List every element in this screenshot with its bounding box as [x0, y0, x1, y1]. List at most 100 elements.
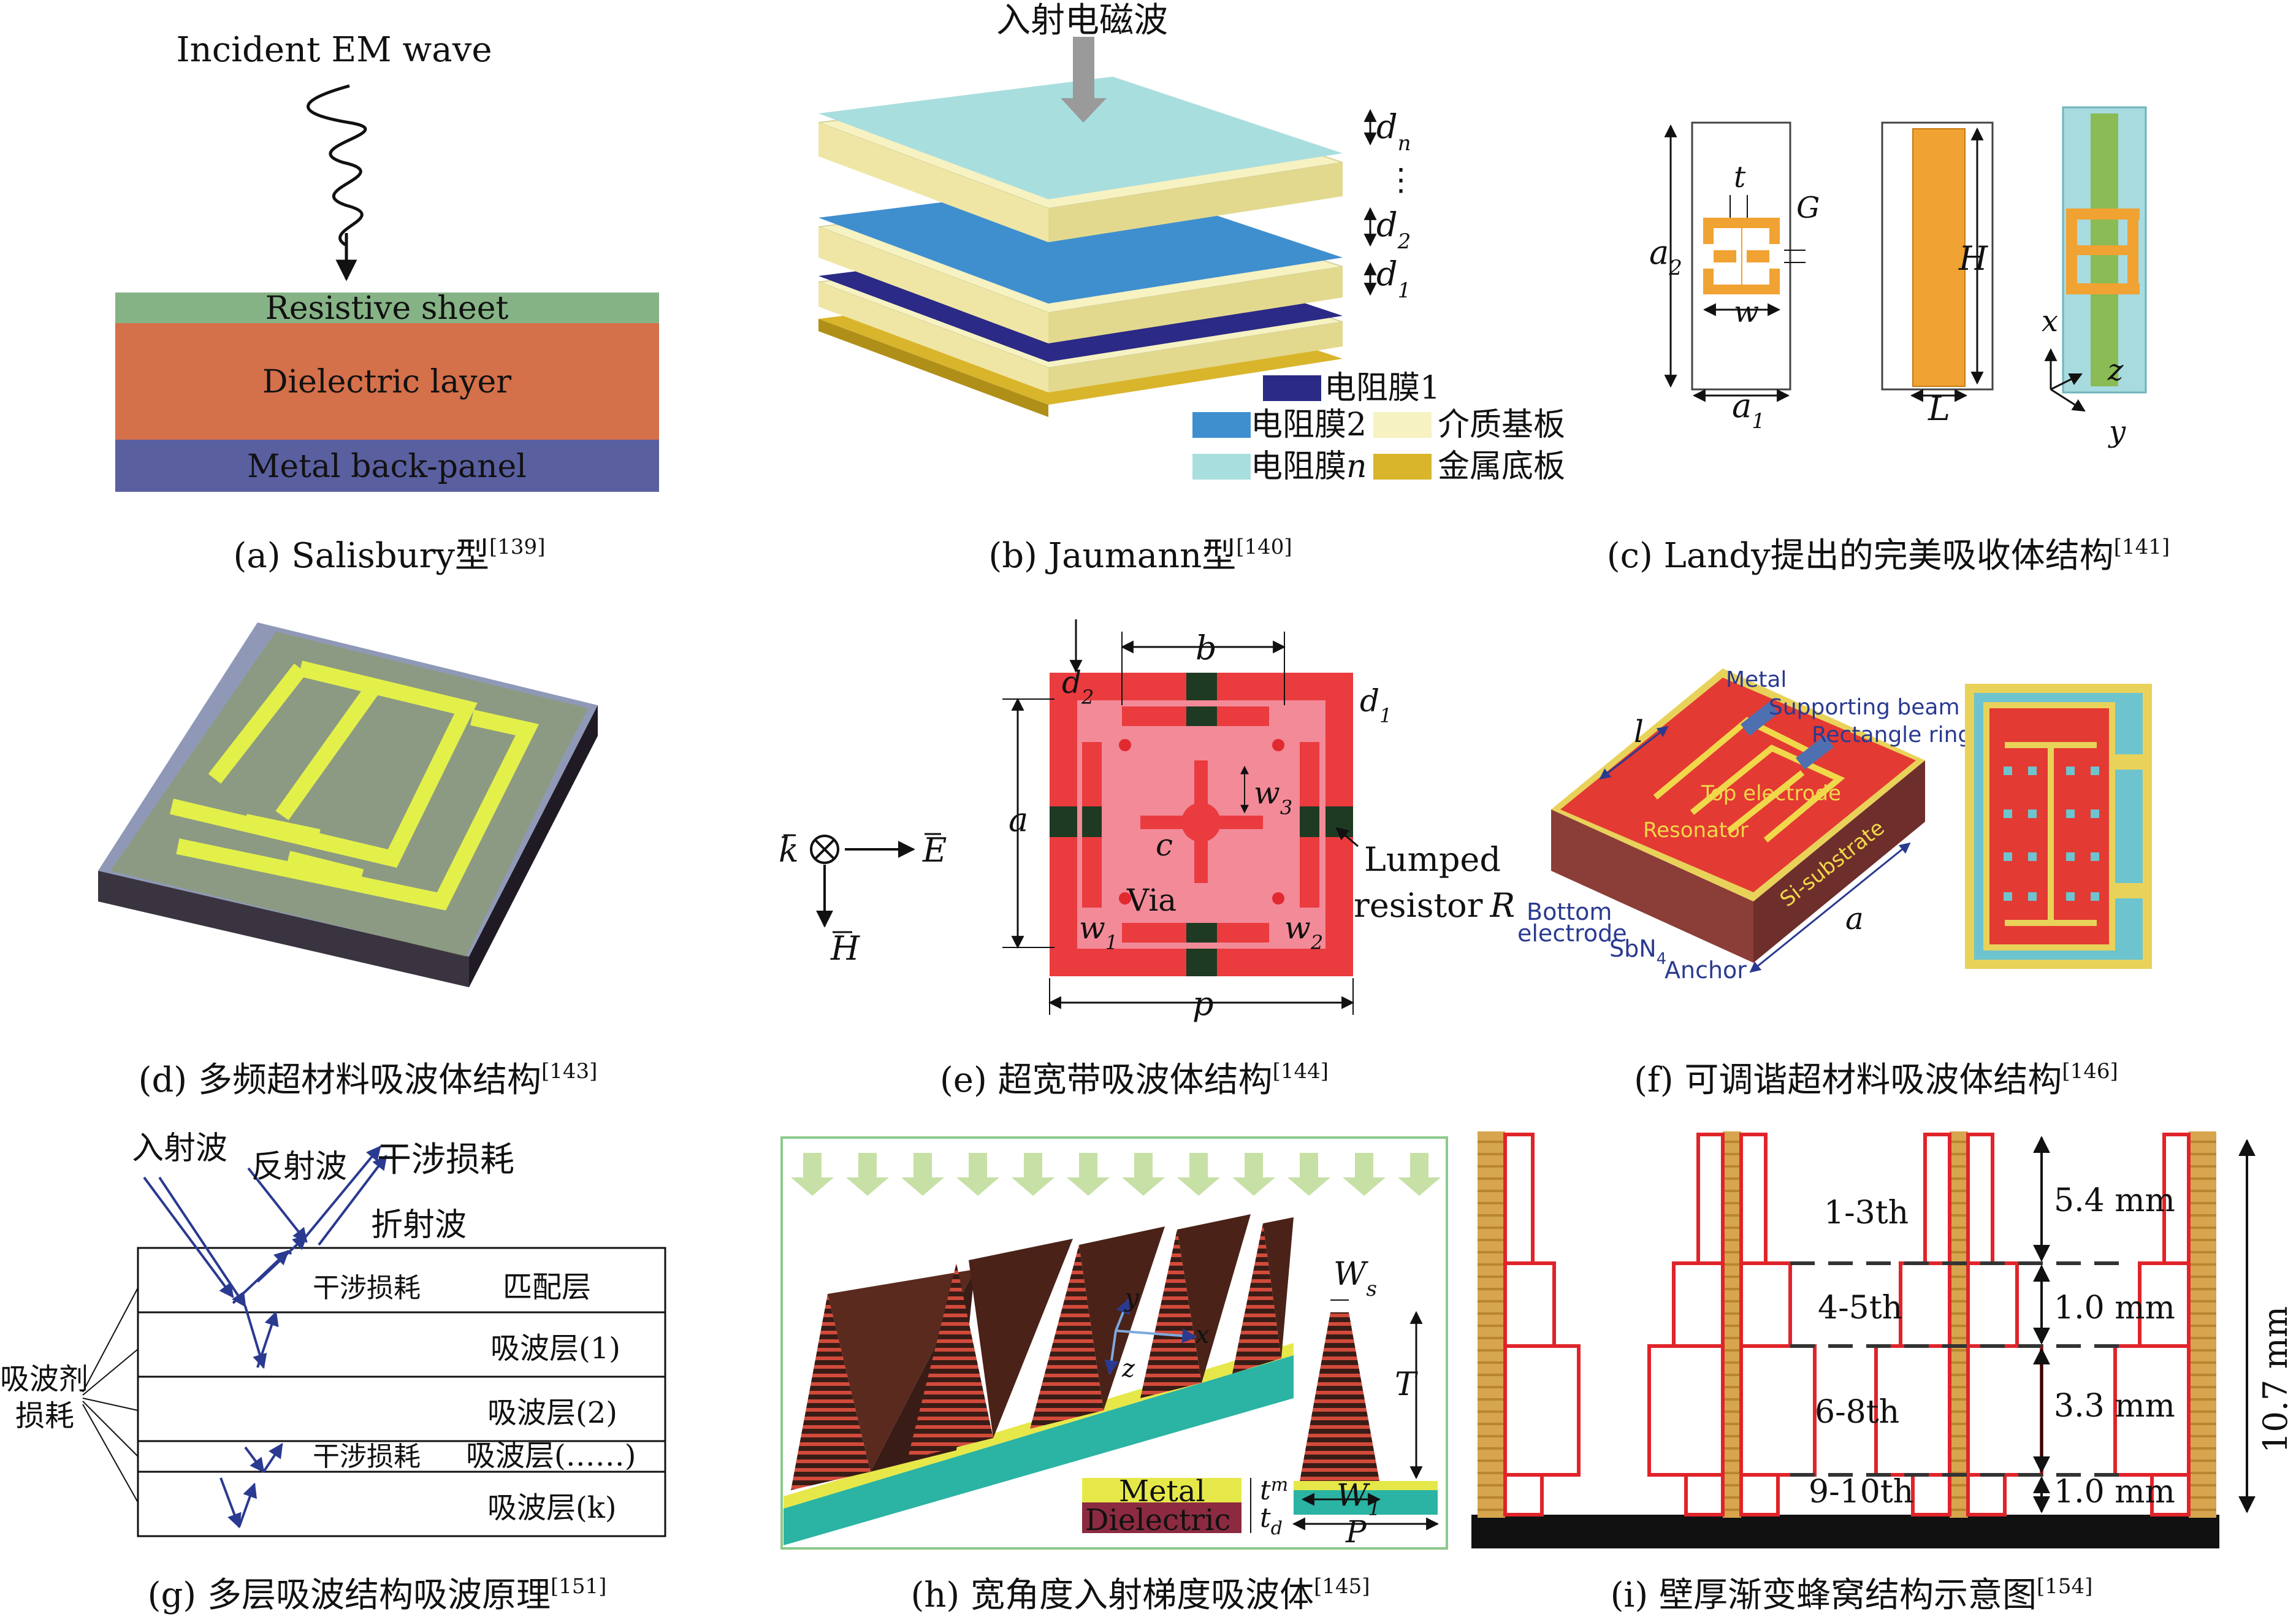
row-label-1: 1-3th	[1824, 1195, 1909, 1231]
label-td: td	[1260, 1502, 1283, 1539]
label-absorber-loss-1: 吸波剂	[0, 1362, 88, 1396]
label-w1: w1	[1079, 910, 1118, 954]
label-w2: w2	[1284, 910, 1323, 954]
label-reflected-wave: 反射波	[251, 1149, 347, 1185]
film-n	[818, 77, 1343, 199]
layer-label-metal: Metal back-panel	[247, 448, 527, 485]
panel-i: 1-3th 4-5th 6-8th 9-10th 5.4 mm 1.0 mm 3…	[1471, 1131, 2295, 1548]
cut-wire	[1912, 128, 1966, 387]
axis-z-h: z	[1121, 1355, 1135, 1383]
label-incident-wave: 入射波	[132, 1130, 227, 1167]
dim-d2: d2	[1376, 205, 1411, 254]
label-b: b	[1196, 629, 1217, 667]
incident-arrows	[791, 1153, 1441, 1196]
caption-c: (c) Landy提出的完美吸收体结构[141]	[1607, 535, 2170, 576]
legend-film1: 电阻膜1	[1324, 370, 1440, 407]
lumped-resistors	[1050, 673, 1353, 976]
k-into-page-icon	[810, 835, 839, 864]
dim-label-1: 5.4 mm	[2054, 1182, 2175, 1219]
dim-total: 10.7 mm	[2256, 1306, 2295, 1453]
label-interference-loss-2: 干涉损耗	[313, 1441, 421, 1472]
legend-swatch-metal	[1373, 454, 1432, 480]
label-d2: d2	[1062, 665, 1094, 709]
label-H-field: H	[830, 929, 860, 968]
axis-x-h: x	[1196, 1321, 1210, 1349]
label-via: Via	[1126, 882, 1177, 918]
layer-absorbing-1: 吸波层(1)	[490, 1331, 620, 1366]
label-refracted-wave: 折射波	[371, 1207, 467, 1244]
electric-ring-resonator	[1703, 218, 1780, 294]
caption-e: (e) 超宽带吸波体结构[144]	[940, 1059, 1329, 1100]
layer-absorbing-n: 吸波层(……)	[466, 1439, 636, 1473]
label-resonator: Resonator	[1643, 818, 1749, 843]
caption-f: (f) 可调谐超材料吸波体结构[146]	[1634, 1059, 2118, 1100]
honeycomb-wall-1	[1478, 1131, 1505, 1518]
base-plate	[1471, 1515, 2219, 1548]
caption-i: (i) 壁厚渐变蜂窝结构示意图[154]	[1611, 1574, 2093, 1615]
legend-metal-swatch	[1082, 1478, 1241, 1502]
layer-absorbing-2: 吸波层(2)	[487, 1396, 617, 1430]
panel-c: a2 t G w a1 H L x z y	[1649, 106, 2147, 449]
panel-h: y x z Ws T W1 P Metal Dielectric tm td	[780, 1136, 1448, 1550]
axis-x: x	[2042, 304, 2058, 339]
label-sbn4: SbN4	[1609, 935, 1666, 968]
label-k: k	[779, 831, 799, 870]
panel-f: Metal Supporting beam Rectangle ring l T…	[1517, 667, 2152, 984]
label-w3: w3	[1254, 775, 1292, 819]
label-w: w	[1734, 295, 1759, 329]
label-electrode: electrode	[1517, 920, 1627, 947]
dim-d1: d1	[1376, 254, 1411, 303]
dielectric-layer	[115, 323, 659, 440]
label-bottom: Bottom	[1527, 898, 1612, 925]
legend-dielectric-h: Dielectric	[1085, 1503, 1230, 1537]
caption-d: (d) 多频超材料吸波体结构[143]	[139, 1059, 598, 1100]
legend-dielectric: 介质基板	[1438, 407, 1565, 443]
incident-arrow-b	[1061, 37, 1107, 123]
label-interference-loss-top: 干涉损耗	[377, 1140, 514, 1180]
caption-g: (g) 多层吸波结构吸波原理[151]	[148, 1574, 607, 1615]
legend-dielectric-swatch	[1082, 1502, 1241, 1533]
label-lumped: Lumped	[1364, 840, 1501, 879]
label-interference-loss-1: 干涉损耗	[313, 1272, 421, 1304]
label-a-e: a	[1009, 800, 1028, 839]
resistive-sheet	[115, 293, 659, 323]
caption-h: (h) 宽角度入射梯度吸波体[145]	[911, 1574, 1370, 1615]
axis-z: z	[2107, 353, 2124, 388]
label-a2: a2	[1649, 233, 1682, 280]
label-L: L	[1928, 389, 1950, 428]
legend-filmn: 电阻膜n	[1251, 448, 1367, 485]
layer-label-resistive: Resistive sheet	[265, 290, 509, 327]
label-absorber-loss-2: 损耗	[15, 1399, 74, 1433]
label-anchor: Anchor	[1665, 957, 1747, 984]
legend-swatch-film2	[1192, 412, 1251, 438]
label-rectangle-ring: Rectangle ring	[1812, 722, 1972, 748]
label-G: G	[1796, 191, 1820, 225]
label-T: T	[1395, 1366, 1418, 1403]
label-t: t	[1734, 160, 1746, 194]
label-H: H	[1958, 239, 1988, 278]
label-c: c	[1156, 827, 1173, 863]
legend-film2: 电阻膜2	[1251, 407, 1367, 443]
label-top-electrode: Top electrode	[1701, 781, 1841, 806]
incident-label-b: 入射电磁波	[996, 1, 1168, 40]
panel-g: 入射波 反射波 干涉损耗 折射波 干涉损耗 干涉损耗 吸波剂 损耗 匹配层 吸波…	[0, 1130, 666, 1537]
label-p: p	[1192, 984, 1214, 1023]
dim-label-2: 1.0 mm	[2054, 1290, 2175, 1326]
panel-b: 入射电磁波 dn ⋮ d2 d1 电阻膜1 电阻膜2	[818, 1, 1565, 485]
label-d1: d1	[1360, 683, 1392, 727]
label-Ws: Ws	[1333, 1256, 1377, 1301]
label-tm: tm	[1260, 1474, 1288, 1506]
legend-swatch-film1	[1263, 375, 1321, 401]
panel-d	[98, 622, 598, 987]
layer-label-dielectric: Dielectric layer	[262, 364, 511, 400]
incident-label-a: Incident EM wave	[177, 30, 492, 70]
axis-y-h: y	[1124, 1284, 1140, 1312]
metal-back-panel	[115, 440, 659, 492]
label-E: E	[922, 831, 947, 870]
axis-y: y	[2108, 415, 2126, 449]
legend-metal-h: Metal	[1119, 1474, 1205, 1509]
caption-a: (a) Salisbury型[139]	[234, 535, 546, 576]
dim-dn: dn	[1376, 107, 1411, 156]
